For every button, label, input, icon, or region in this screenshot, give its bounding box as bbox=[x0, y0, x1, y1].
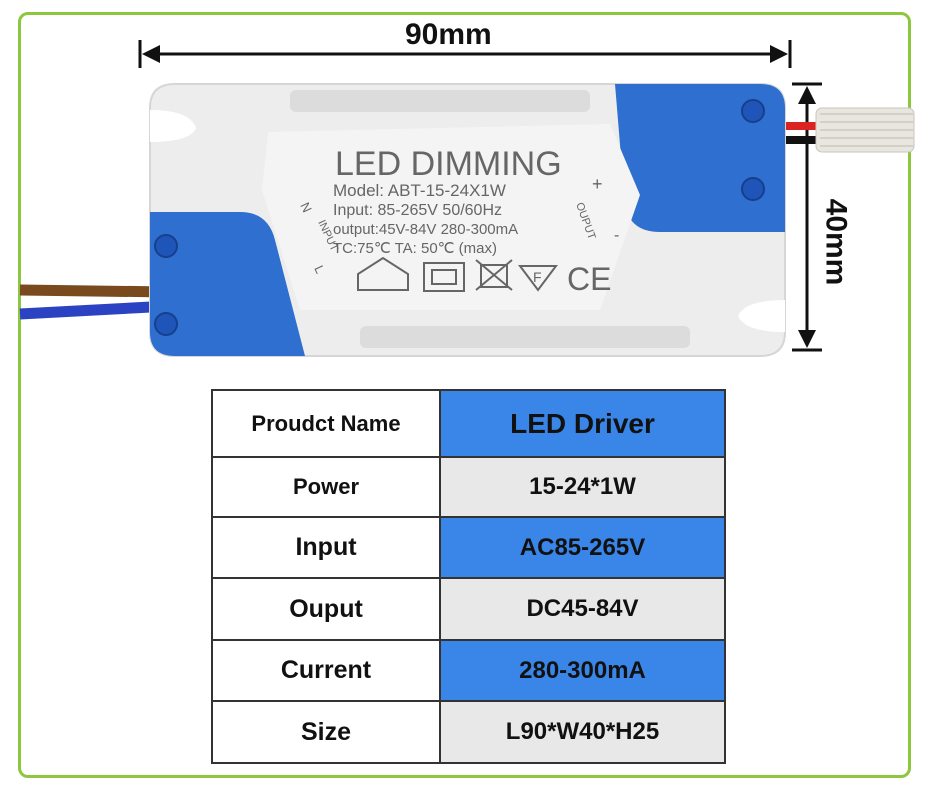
spec-table: Proudct Name LED Driver Power 15-24*1W I… bbox=[211, 388, 726, 764]
width-dimension-label: 90mm bbox=[405, 18, 492, 51]
certification-icons bbox=[357, 256, 558, 292]
spec-value: L90*W40*H25 bbox=[439, 700, 726, 764]
label-title: LED DIMMING bbox=[335, 145, 562, 183]
spec-value: AC85-265V bbox=[439, 515, 726, 580]
ce-mark: CE bbox=[567, 261, 611, 297]
house-icon bbox=[357, 256, 409, 291]
input-wires bbox=[19, 284, 171, 320]
table-row: Ouput DC45-84V bbox=[211, 577, 726, 641]
table-row: Input AC85-265V bbox=[211, 515, 726, 580]
table-row: Current 280-300mA bbox=[211, 638, 726, 703]
f-triangle-icon bbox=[518, 265, 558, 292]
spec-value: 15-24*1W bbox=[439, 456, 726, 518]
driver-case bbox=[149, 83, 786, 357]
table-row: Proudct Name LED Driver bbox=[211, 388, 726, 459]
label-output: output:45V-84V 280-300mA bbox=[333, 221, 518, 238]
width-dimension-arrow bbox=[138, 40, 792, 68]
label-temp: TC:75℃ TA: 50℃ (max) bbox=[333, 240, 497, 257]
table-row: Power 15-24*1W bbox=[211, 456, 726, 518]
spec-value: DC45-84V bbox=[439, 577, 726, 641]
spec-key: Input bbox=[211, 515, 441, 580]
green-border-frame bbox=[18, 12, 911, 778]
table-row: Size L90*W40*H25 bbox=[211, 700, 726, 764]
output-wires bbox=[770, 107, 915, 153]
spec-key: Proudct Name bbox=[211, 388, 441, 459]
spec-key: Ouput bbox=[211, 577, 441, 641]
case-label: LED DIMMING Model: ABT-15-24X1W Input: 8… bbox=[297, 145, 619, 297]
spec-key: Size bbox=[211, 700, 441, 764]
spec-value: LED Driver bbox=[439, 388, 726, 459]
height-dimension-label: 40mm bbox=[819, 198, 853, 286]
label-minus-mark: - bbox=[614, 227, 619, 244]
label-plus-mark: + bbox=[592, 174, 603, 194]
crossed-bin-icon bbox=[475, 259, 513, 291]
led-driver-illustration: LED DIMMING Model: ABT-15-24X1W Input: 8… bbox=[19, 40, 915, 357]
double-insulation-icon bbox=[423, 262, 465, 292]
spec-key: Power bbox=[211, 456, 441, 518]
label-input: Input: 85-265V 50/60Hz bbox=[333, 202, 502, 219]
spec-key: Current bbox=[211, 638, 441, 703]
spec-value: 280-300mA bbox=[439, 638, 726, 703]
f-mark: F bbox=[533, 269, 542, 285]
label-model: Model: ABT-15-24X1W bbox=[333, 181, 506, 200]
